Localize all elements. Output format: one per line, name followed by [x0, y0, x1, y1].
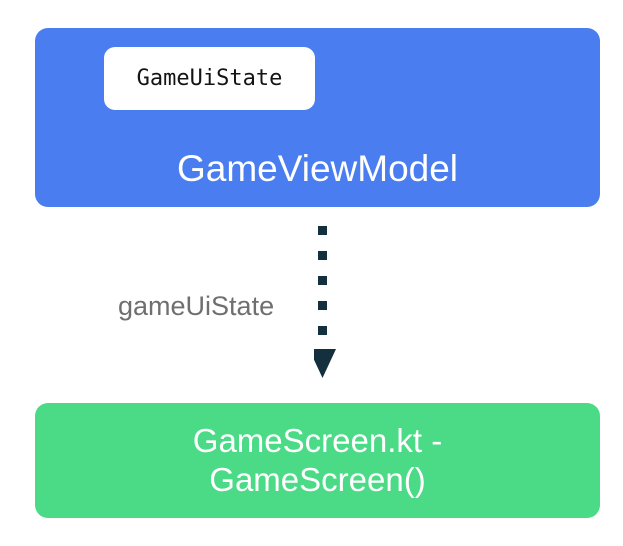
- connector-label-game-ui-state: gameUiState: [118, 291, 275, 321]
- node-game-screen[interactable]: GameScreen.kt - GameScreen(): [35, 403, 600, 518]
- connector-dotted-arrow: [314, 220, 350, 382]
- node-game-view-model[interactable]: GameUiState GameViewModel: [35, 28, 600, 207]
- state-chip-game-ui-state[interactable]: GameUiState: [104, 47, 315, 110]
- node-game-view-model-title: GameViewModel: [176, 148, 459, 189]
- dotted-arrow-icon: [314, 226, 336, 378]
- node-game-screen-title: GameScreen.kt - GameScreen(): [192, 421, 443, 498]
- state-chip-label: GameUiState: [136, 65, 283, 91]
